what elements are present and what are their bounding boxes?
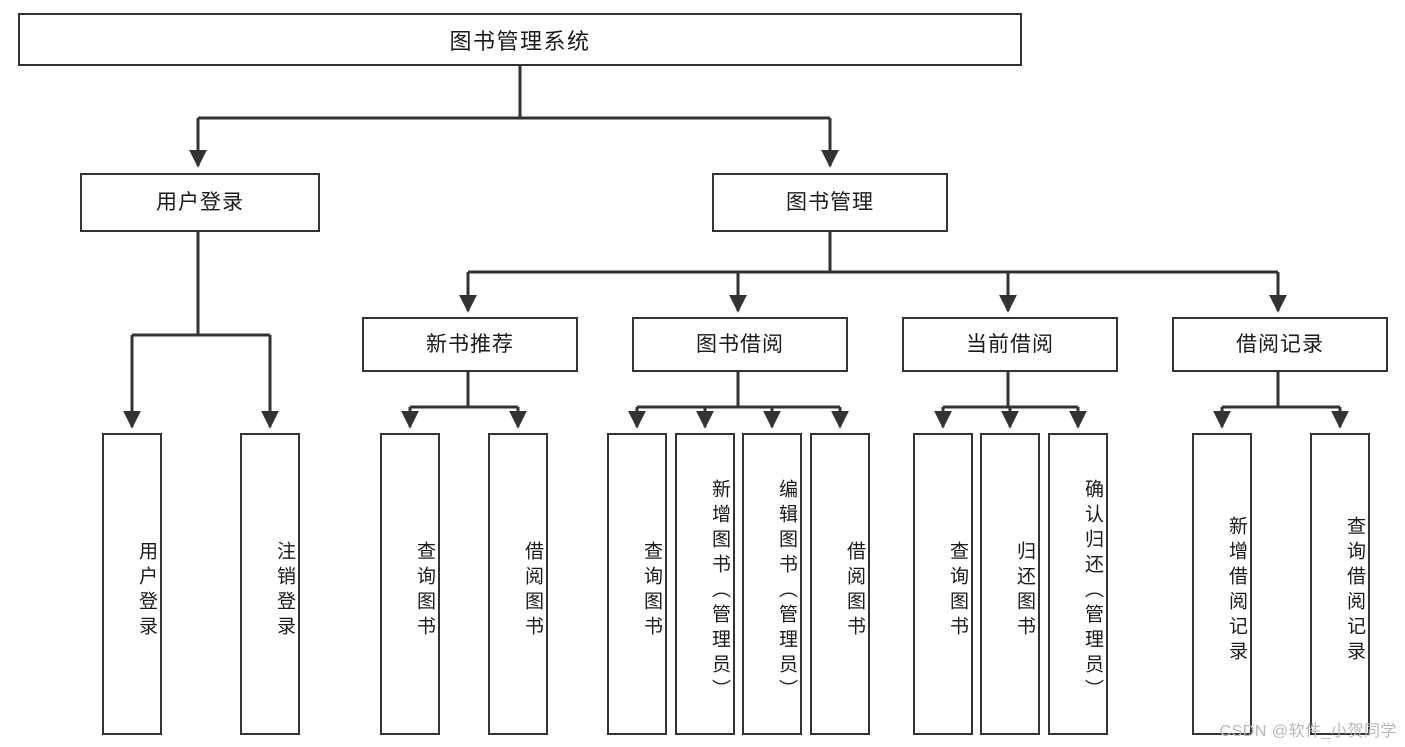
leaf-user-login-1-label: 用户登录 (136, 541, 157, 641)
node-current-borrow[interactable]: 当前借阅 (902, 317, 1118, 372)
leaf-current-borrow-2[interactable]: 归还图书 (980, 433, 1040, 735)
leaf-current-borrow-1[interactable]: 查询图书 (913, 433, 973, 735)
node-root-label: 图书管理系统 (449, 28, 591, 54)
leaf-current-borrow-1-label: 查询图书 (947, 541, 968, 641)
leaf-current-borrow-2-label: 归还图书 (1014, 541, 1035, 641)
leaf-current-borrow-3-label: 确认归还（管理员） (1082, 478, 1103, 704)
leaf-borrow-record-2-label: 查询借阅记录 (1344, 516, 1365, 666)
node-book-manage[interactable]: 图书管理 (712, 173, 948, 232)
node-book-manage-label: 图书管理 (786, 190, 874, 214)
node-root[interactable]: 图书管理系统 (18, 13, 1022, 66)
leaf-borrow-record-2[interactable]: 查询借阅记录 (1310, 433, 1370, 735)
leaf-user-login-1[interactable]: 用户登录 (102, 433, 162, 735)
node-current-borrow-label: 当前借阅 (966, 332, 1054, 356)
leaf-book-borrow-3-label: 编辑图书（管理员） (776, 478, 797, 704)
node-new-book-recommend-label: 新书推荐 (426, 332, 514, 356)
leaf-current-borrow-3[interactable]: 确认归还（管理员） (1048, 433, 1108, 735)
node-borrow-record-label: 借阅记录 (1236, 332, 1324, 356)
leaf-new-book-2[interactable]: 借阅图书 (488, 433, 548, 735)
node-borrow-record[interactable]: 借阅记录 (1172, 317, 1388, 372)
leaf-new-book-1-label: 查询图书 (414, 541, 435, 641)
leaf-user-login-2[interactable]: 注销登录 (240, 433, 300, 735)
leaf-book-borrow-4[interactable]: 借阅图书 (810, 433, 870, 735)
leaf-book-borrow-3[interactable]: 编辑图书（管理员） (742, 433, 802, 735)
node-book-borrow[interactable]: 图书借阅 (632, 317, 848, 372)
leaf-book-borrow-4-label: 借阅图书 (844, 541, 865, 641)
leaf-borrow-record-1-label: 新增借阅记录 (1226, 516, 1247, 666)
node-book-borrow-label: 图书借阅 (696, 332, 784, 356)
leaf-new-book-1[interactable]: 查询图书 (380, 433, 440, 735)
leaf-book-borrow-2[interactable]: 新增图书（管理员） (675, 433, 735, 735)
node-user-login[interactable]: 用户登录 (80, 173, 320, 232)
leaf-book-borrow-1[interactable]: 查询图书 (607, 433, 667, 735)
node-user-login-label: 用户登录 (156, 190, 244, 214)
node-new-book-recommend[interactable]: 新书推荐 (362, 317, 578, 372)
leaf-book-borrow-2-label: 新增图书（管理员） (709, 478, 730, 704)
leaf-new-book-2-label: 借阅图书 (522, 541, 543, 641)
leaf-user-login-2-label: 注销登录 (274, 541, 295, 641)
watermark: CSDN @软件_小贺同学 (1219, 723, 1397, 740)
leaf-borrow-record-1[interactable]: 新增借阅记录 (1192, 433, 1252, 735)
leaf-book-borrow-1-label: 查询图书 (641, 541, 662, 641)
